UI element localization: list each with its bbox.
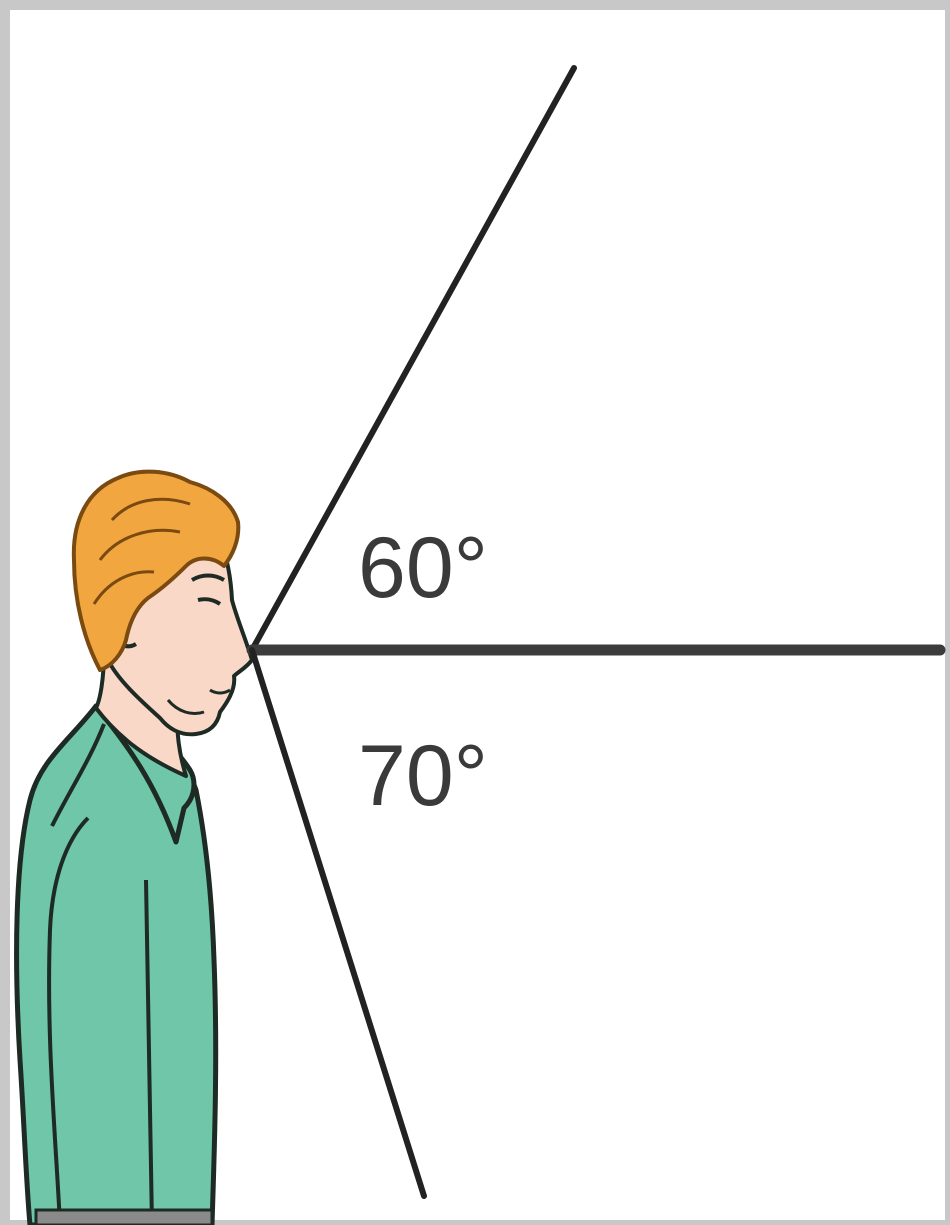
mouth (209, 688, 231, 695)
lower-view-line (249, 647, 427, 1199)
shirt-seam-line (144, 879, 154, 1225)
upper-angle-label: 60° (358, 520, 488, 616)
shirt-sleeve-line (47, 816, 90, 1225)
eye (197, 597, 222, 606)
eyebrow (190, 573, 226, 582)
hair-strand-1 (110, 497, 191, 522)
shirt-collar-inner (50, 723, 106, 827)
neck (94, 648, 188, 778)
hair (71, 469, 241, 672)
hair-strand-3 (92, 570, 155, 605)
upper-view-line (249, 65, 577, 653)
hair-strand-2 (98, 528, 181, 561)
lower-angle-label: 70° (358, 728, 488, 824)
man-profile-icon (14, 469, 254, 1225)
belt (34, 1208, 214, 1225)
jaw-line (166, 699, 205, 715)
